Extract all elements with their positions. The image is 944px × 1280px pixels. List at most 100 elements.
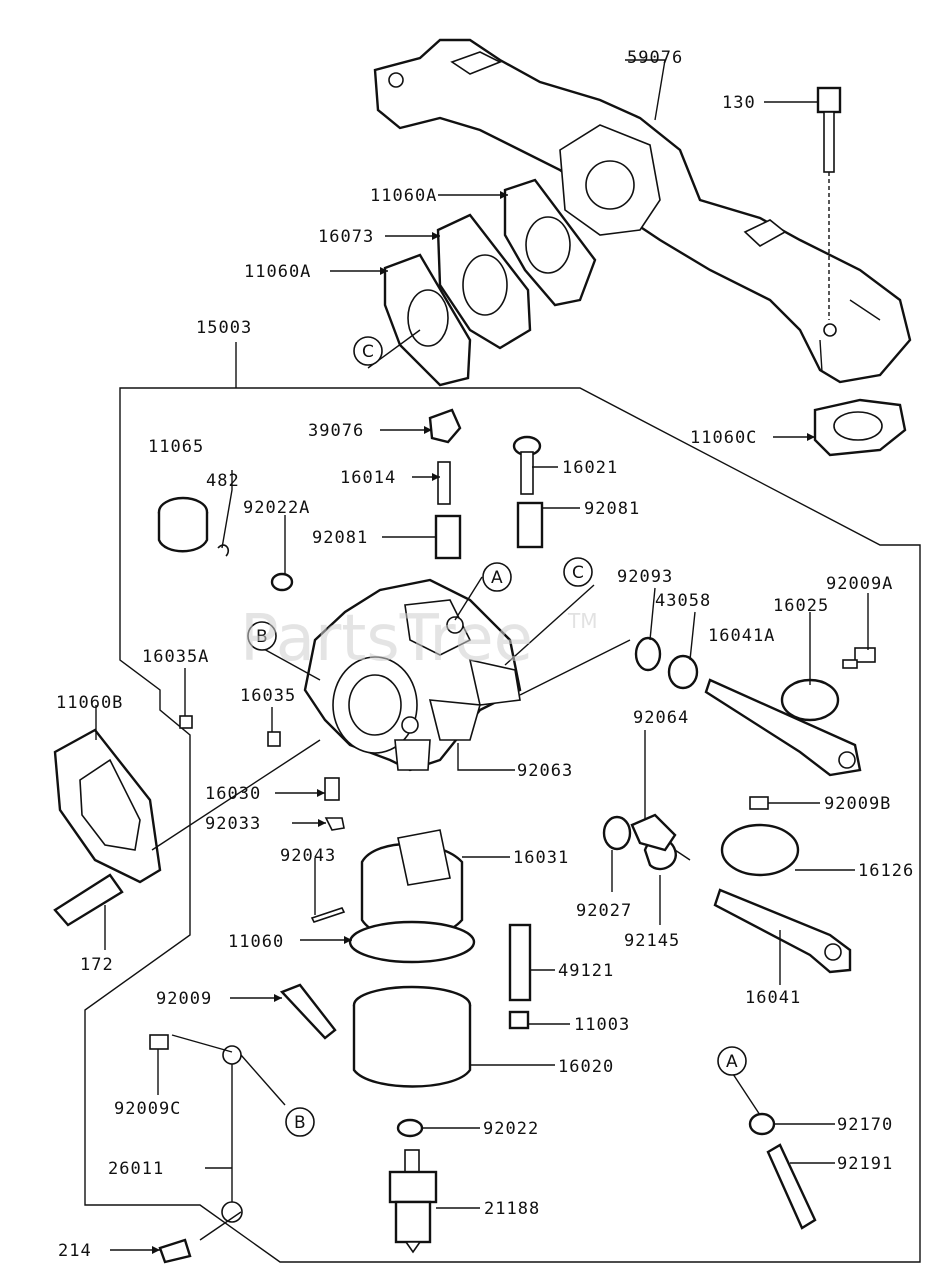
part-labels: 59076 130 11060A 16073 11060A 15003 1106… [56, 48, 914, 1261]
label-43058: 43058 [655, 591, 711, 611]
solenoid-21188 [388, 1149, 438, 1254]
screw-16021 [512, 435, 542, 495]
gasket-11060C [813, 398, 907, 457]
callout-B-left: B [247, 621, 277, 651]
manifold-gasket-11060A-lower [383, 253, 472, 387]
spring-92081-right [516, 501, 544, 549]
jet-16030 [324, 777, 340, 801]
label-59076: 59076 [627, 48, 683, 68]
screw-92009B [749, 796, 769, 810]
label-92093: 92093 [617, 567, 673, 587]
label-92081-right: 92081 [584, 499, 640, 519]
label-11065: 11065 [148, 437, 204, 457]
callout-C-gasket: C [353, 336, 383, 366]
label-16030: 16030 [205, 784, 261, 804]
collar-92027 [602, 815, 632, 851]
label-92009C: 92009C [114, 1099, 181, 1119]
label-92027: 92027 [576, 901, 632, 921]
svg-text:C: C [362, 342, 374, 362]
svg-text:B: B [294, 1113, 306, 1133]
label-92022: 92022 [483, 1119, 539, 1139]
callout-A-lower: A [717, 1046, 747, 1076]
watermark-tm: TM [567, 609, 597, 633]
label-16031: 16031 [513, 848, 569, 868]
label-16035: 16035 [240, 686, 296, 706]
label-11003: 11003 [574, 1015, 630, 1035]
label-49121: 49121 [558, 961, 614, 981]
label-11060C: 11060C [690, 428, 757, 448]
screw-214 [158, 1238, 192, 1264]
tube-92191 [766, 1143, 817, 1230]
filter-11065 [157, 496, 209, 553]
label-92145: 92145 [624, 931, 680, 951]
label-39076: 39076 [308, 421, 364, 441]
label-16020: 16020 [558, 1057, 614, 1077]
svg-text:C: C [572, 563, 584, 583]
label-11060B: 11060B [56, 693, 123, 713]
callout-C-upper: C [563, 557, 593, 587]
float-16031 [360, 829, 464, 940]
spring-92081-left [434, 514, 462, 560]
screw-92009C [149, 1034, 169, 1050]
label-92009B: 92009B [824, 794, 891, 814]
label-16021: 16021 [562, 458, 618, 478]
watermark-text: PartsTree [240, 602, 533, 676]
label-26011: 26011 [108, 1159, 164, 1179]
label-482: 482 [206, 471, 240, 491]
label-16073: 16073 [318, 227, 374, 247]
label-15003: 15003 [196, 318, 252, 338]
leader-arrowheads [152, 191, 815, 1254]
label-92043: 92043 [280, 846, 336, 866]
pin-92043 [310, 907, 346, 923]
assembly-boundary [84, 387, 921, 1263]
label-16041A: 16041A [708, 626, 775, 646]
label-11060A-top: 11060A [370, 186, 437, 206]
label-16035A: 16035A [142, 647, 209, 667]
throttle-valve-16126 [720, 823, 800, 877]
pin-92033 [324, 817, 345, 831]
label-21188: 21188 [484, 1199, 540, 1219]
label-92170: 92170 [837, 1115, 893, 1135]
callout-A-upper: A [482, 562, 512, 592]
screw-92009A [842, 647, 876, 669]
oring-92093 [634, 636, 662, 672]
label-92063: 92063 [517, 761, 573, 781]
svg-text:A: A [491, 568, 503, 588]
label-16041: 16041 [745, 988, 801, 1008]
washer-92022A [270, 572, 294, 592]
rod-26011 [221, 1045, 243, 1223]
choke-plate-16025 [780, 678, 840, 722]
label-92022A: 92022A [243, 498, 310, 518]
carburetor-body [303, 578, 522, 772]
svg-text:A: A [726, 1052, 738, 1072]
label-92081-left: 92081 [312, 528, 368, 548]
partstree-watermark: PartsTree TM [240, 602, 597, 676]
throttle-shaft-16041 [713, 888, 852, 974]
label-92191: 92191 [837, 1154, 893, 1174]
label-16126: 16126 [858, 861, 914, 881]
main-jet-49121 [508, 923, 532, 1002]
label-214: 214 [58, 1241, 92, 1261]
label-16014: 16014 [340, 468, 396, 488]
plug-16035 [267, 731, 281, 747]
label-11060: 11060 [228, 932, 284, 952]
label-92033: 92033 [205, 814, 261, 834]
stud-172 [53, 873, 124, 927]
label-16025: 16025 [773, 596, 829, 616]
manifold-gasket-11060A-upper [503, 178, 597, 307]
intake-manifold [373, 38, 912, 384]
washer-92022 [396, 1118, 424, 1138]
cap-39076 [428, 408, 462, 444]
svg-text:B: B [256, 627, 268, 647]
clip-482 [217, 544, 230, 557]
label-130: 130 [722, 93, 756, 113]
label-92064: 92064 [633, 708, 689, 728]
jet-11003 [508, 1010, 530, 1030]
gasket-11060-oring [348, 920, 476, 964]
clip-92170 [748, 1112, 776, 1136]
pilot-screw-16014 [437, 461, 451, 505]
label-172: 172 [80, 955, 114, 975]
idle-screw-92064 [630, 813, 677, 852]
float-bowl-16020 [352, 985, 472, 1088]
